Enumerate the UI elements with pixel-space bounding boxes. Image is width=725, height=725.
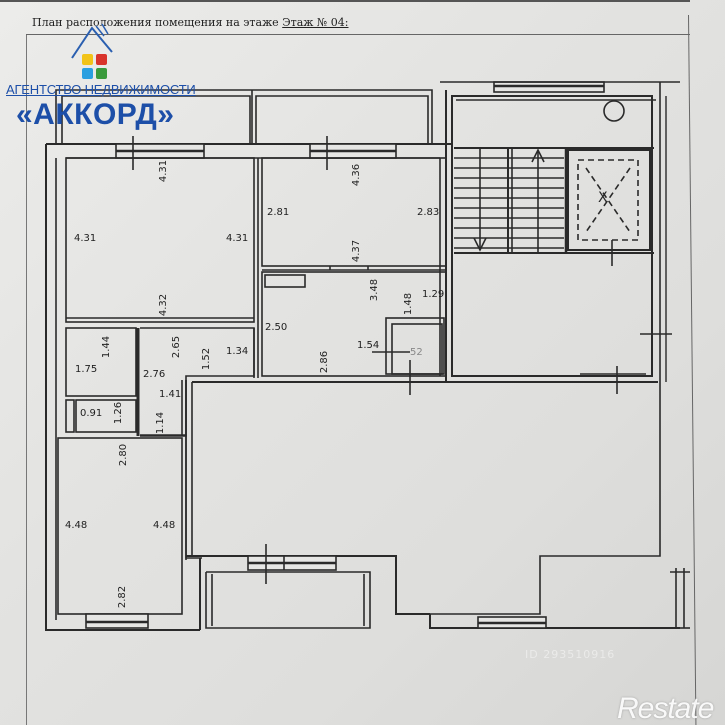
wc-dim-right: 1.26 bbox=[113, 401, 125, 425]
room1-dim-top: 4.31 bbox=[158, 159, 170, 183]
corridor-dim-top: 2.65 bbox=[171, 335, 183, 359]
kitchen-dim-niche-w: 1.29 bbox=[422, 289, 445, 300]
room1-dim-left: 4.31 bbox=[74, 233, 97, 244]
plan-title: План расположения помещения на этаже Эта… bbox=[32, 16, 349, 29]
kitchen-dim-niche-h: 1.48 bbox=[403, 292, 415, 316]
logo-brand-text: «АККОРД» bbox=[16, 98, 175, 131]
room1-dim-bottom: 4.32 bbox=[158, 293, 170, 317]
room3-dim-top: 2.80 bbox=[118, 443, 130, 467]
agency-logo: АГЕНТСТВО НЕДВИЖИМОСТИ «АККОРД» bbox=[6, 12, 206, 132]
kitchen-dim-inner: 1.54 bbox=[357, 340, 380, 351]
floor-label: Этаж № 04: bbox=[282, 16, 349, 29]
listing-id-watermark: ID 293510916 bbox=[525, 648, 616, 661]
room2-dim-top: 4.36 bbox=[351, 163, 363, 187]
kitchen-dim-bottom: 2.86 bbox=[319, 350, 331, 374]
room2-dim-right: 2.83 bbox=[417, 207, 440, 218]
corridor-dim-mid: 1.41 bbox=[159, 389, 182, 400]
logo-agency-text: АГЕНТСТВО НЕДВИЖИМОСТИ bbox=[6, 82, 196, 97]
room3-dim-left: 4.48 bbox=[65, 520, 88, 531]
corridor-dim-left: 2.76 bbox=[143, 369, 166, 380]
kitchen-dim-top: 3.48 bbox=[369, 278, 381, 302]
sheet-border-top bbox=[26, 34, 690, 35]
logo-squares-icon bbox=[82, 54, 108, 80]
plan-title-text: План расположения помещения на этаже bbox=[32, 16, 279, 29]
kitchen-dim-left: 2.50 bbox=[265, 322, 288, 333]
sheet-border-left bbox=[26, 35, 27, 725]
room2-dim-left: 2.81 bbox=[267, 207, 290, 218]
shaft-label: 52 bbox=[410, 347, 423, 358]
room1-dim-right: 4.31 bbox=[226, 233, 249, 244]
corridor-dim-bottom: 1.14 bbox=[155, 411, 167, 435]
bathroom-dim-left: 1.75 bbox=[75, 364, 98, 375]
svg-text:X: X bbox=[598, 190, 608, 206]
sheet-top-edge bbox=[0, 0, 690, 2]
bathroom-dim-top: 1.44 bbox=[101, 335, 113, 359]
room3-dim-right: 4.48 bbox=[153, 520, 176, 531]
room3-dim-bottom: 2.82 bbox=[117, 585, 129, 609]
room2-dim-bottom: 4.37 bbox=[351, 239, 363, 263]
wc-dim-left: 0.91 bbox=[80, 408, 103, 419]
corridor-dim-right-w: 1.34 bbox=[226, 346, 249, 357]
corridor-dim-right: 1.52 bbox=[201, 347, 213, 371]
restate-watermark: Restate bbox=[617, 692, 714, 725]
house-roof-icon bbox=[71, 23, 113, 59]
